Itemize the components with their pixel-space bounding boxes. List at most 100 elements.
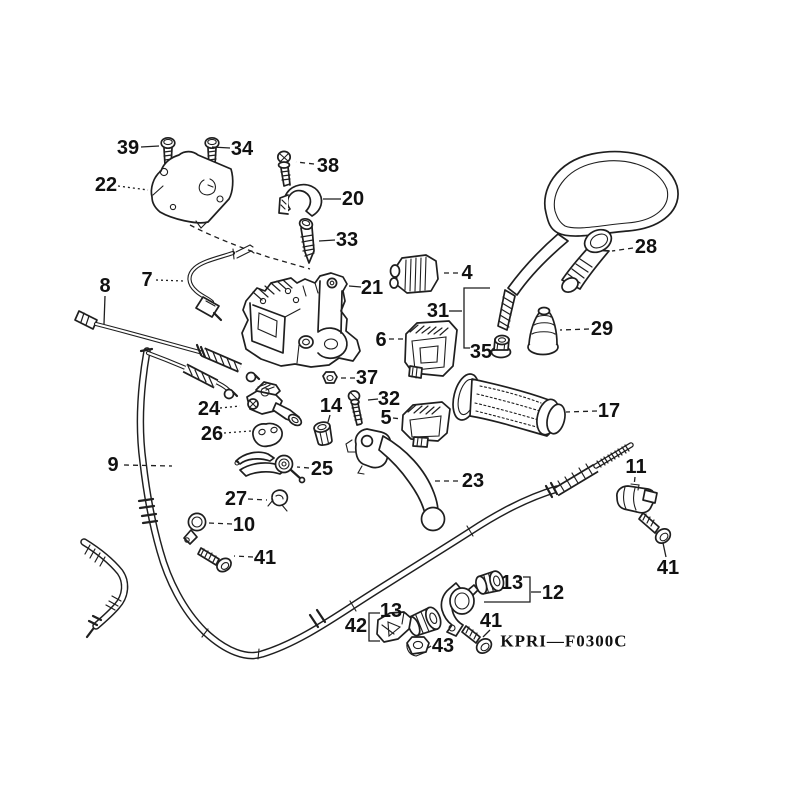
wire-harness-7 (187, 244, 255, 322)
leader-8 (103, 295, 106, 325)
leader-14 (327, 414, 331, 423)
part-label-41-left: 41 (254, 547, 276, 569)
part-label-22: 22 (95, 174, 117, 196)
leader-11 (633, 476, 636, 487)
bushing-14 (313, 421, 333, 446)
leader-41-left (233, 555, 254, 558)
cable-lower-end-fragment (80, 538, 129, 639)
part-label-42: 42 (345, 615, 367, 637)
part-label-39: 39 (117, 137, 139, 159)
nut-43 (406, 636, 430, 657)
throttle-grip-pipe-17 (452, 373, 566, 437)
leader-27 (247, 498, 268, 501)
switch-6 (404, 320, 458, 379)
nut-37 (322, 371, 338, 384)
leader-21 (348, 285, 362, 288)
leader-17 (565, 410, 598, 413)
bolt-41-left (197, 547, 232, 573)
throttle-cable-8 (74, 310, 261, 400)
leader-26 (223, 430, 252, 434)
diagram-code: KPRI—F0300C (500, 632, 627, 651)
rear-brake-cable-9 (136, 347, 634, 660)
leader-5 (392, 417, 403, 420)
part-label-35: 35 (470, 341, 492, 363)
part-label-23: 23 (462, 470, 484, 492)
part-label-12: 12 (542, 582, 564, 604)
part-label-41-right: 41 (657, 557, 679, 579)
mirror-31 (497, 150, 679, 331)
rubber-cap-29 (527, 306, 559, 356)
leader-33 (318, 239, 336, 242)
rubber-pad-26 (252, 422, 283, 448)
part-label-33: 33 (336, 229, 358, 251)
part-label-5: 5 (380, 407, 391, 429)
leader-35 (489, 349, 496, 352)
part-label-11: 11 (625, 456, 646, 478)
part-label-32: 32 (378, 388, 400, 410)
part-label-8: 8 (99, 275, 110, 297)
part-label-41-bottom: 41 (480, 610, 502, 632)
leader-29 (559, 328, 590, 331)
part-label-13-lower: 13 (380, 600, 402, 622)
bolt-38 (276, 150, 292, 187)
holder-12 (440, 582, 479, 637)
part-label-20: 20 (342, 188, 364, 210)
clamp-20 (278, 183, 323, 217)
leader-28 (611, 247, 634, 252)
leader-24 (219, 405, 241, 409)
part-label-6: 6 (375, 329, 386, 351)
part-label-26: 26 (201, 423, 223, 445)
leader-39 (140, 145, 160, 148)
switch-5 (401, 401, 451, 448)
leader-9 (123, 464, 173, 467)
part-label-9: 9 (107, 454, 118, 476)
42-bracket (368, 612, 380, 642)
leader-25 (296, 466, 310, 469)
part-label-13-upper: 13 (501, 572, 523, 594)
part-label-17: 17 (598, 400, 620, 422)
leader-7 (155, 279, 185, 282)
leader-41-right (662, 542, 667, 558)
leader-38 (295, 161, 315, 165)
cable-holder-24 (246, 381, 303, 427)
part-label-43: 43 (432, 635, 454, 657)
leader-34 (211, 146, 231, 149)
leader-13-lower (401, 611, 411, 616)
part-label-31: 31 (427, 300, 449, 322)
bolt-41-bottom (461, 625, 493, 654)
lever-assembly-25 (234, 451, 306, 484)
brake-lever-23 (345, 428, 446, 532)
cable-clamp-10 (183, 512, 207, 545)
13-12-bracket (484, 576, 531, 603)
bracket-42 (376, 611, 412, 643)
part-label-34: 34 (231, 138, 254, 160)
mirror-boot-28 (561, 228, 613, 293)
part-label-24: 24 (198, 398, 221, 420)
bracket-plate-22 (150, 150, 311, 270)
part-label-7: 7 (141, 269, 152, 291)
bolt-33 (298, 217, 315, 264)
leader-41-bottom (482, 629, 491, 638)
cable-clamp-11 (616, 483, 658, 514)
part-label-21: 21 (361, 277, 383, 299)
screw-32 (347, 390, 363, 426)
mirror-nut-35 (490, 334, 512, 359)
spring-clip-27 (267, 489, 289, 512)
bushing-13-upper (475, 570, 505, 595)
part-label-27: 27 (225, 488, 247, 510)
part-label-4: 4 (461, 262, 473, 284)
part-label-10: 10 (233, 514, 255, 536)
part-label-37: 37 (356, 367, 378, 389)
handle-bracket-21 (241, 272, 361, 368)
leader-22 (117, 185, 149, 191)
switch-4 (389, 254, 439, 294)
31-35-bracket (463, 287, 490, 349)
leader-10 (208, 522, 233, 525)
bolt-41-right (638, 512, 672, 545)
part-label-38: 38 (317, 155, 339, 177)
leader-43 (427, 645, 432, 649)
part-label-25: 25 (311, 458, 333, 480)
leader-32 (367, 398, 379, 401)
